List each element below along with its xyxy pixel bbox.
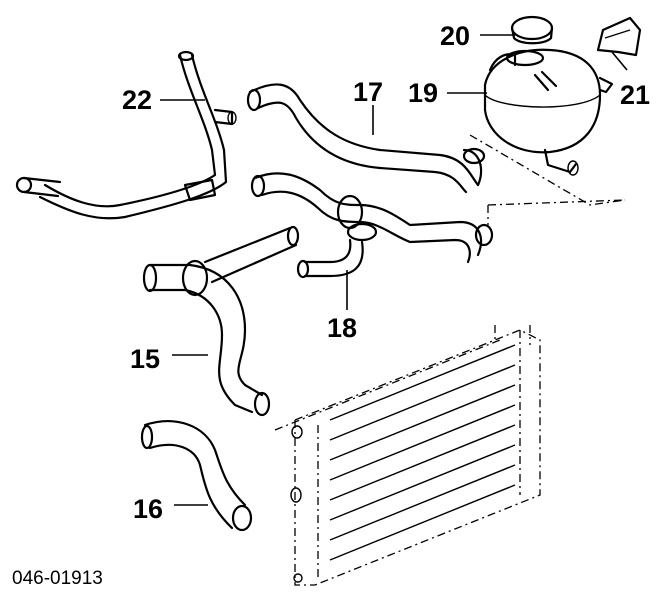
callout-20: 20	[440, 21, 470, 51]
part-15-lower-hose	[142, 225, 300, 417]
leader-lines	[160, 34, 628, 506]
callout-17: 17	[353, 77, 383, 107]
part-16-small-hose	[140, 420, 253, 532]
reference-lines	[469, 134, 626, 225]
part-20-cap	[510, 15, 554, 45]
part-22-water-pipe	[15, 50, 237, 220]
callout-21: 21	[620, 80, 650, 110]
callout-19: 19	[408, 78, 438, 108]
radiator	[274, 325, 541, 586]
part-19-expansion-tank	[483, 48, 614, 176]
part-17-upper-hose	[246, 83, 486, 194]
callout-18: 18	[327, 313, 357, 343]
callout-15: 15	[130, 344, 160, 374]
part-21-bracket	[596, 16, 642, 57]
callout-16: 16	[133, 494, 163, 524]
part-18-crossover-hose	[250, 172, 494, 279]
drawing-code: 046-01913	[12, 568, 103, 589]
callout-22: 22	[122, 85, 152, 115]
